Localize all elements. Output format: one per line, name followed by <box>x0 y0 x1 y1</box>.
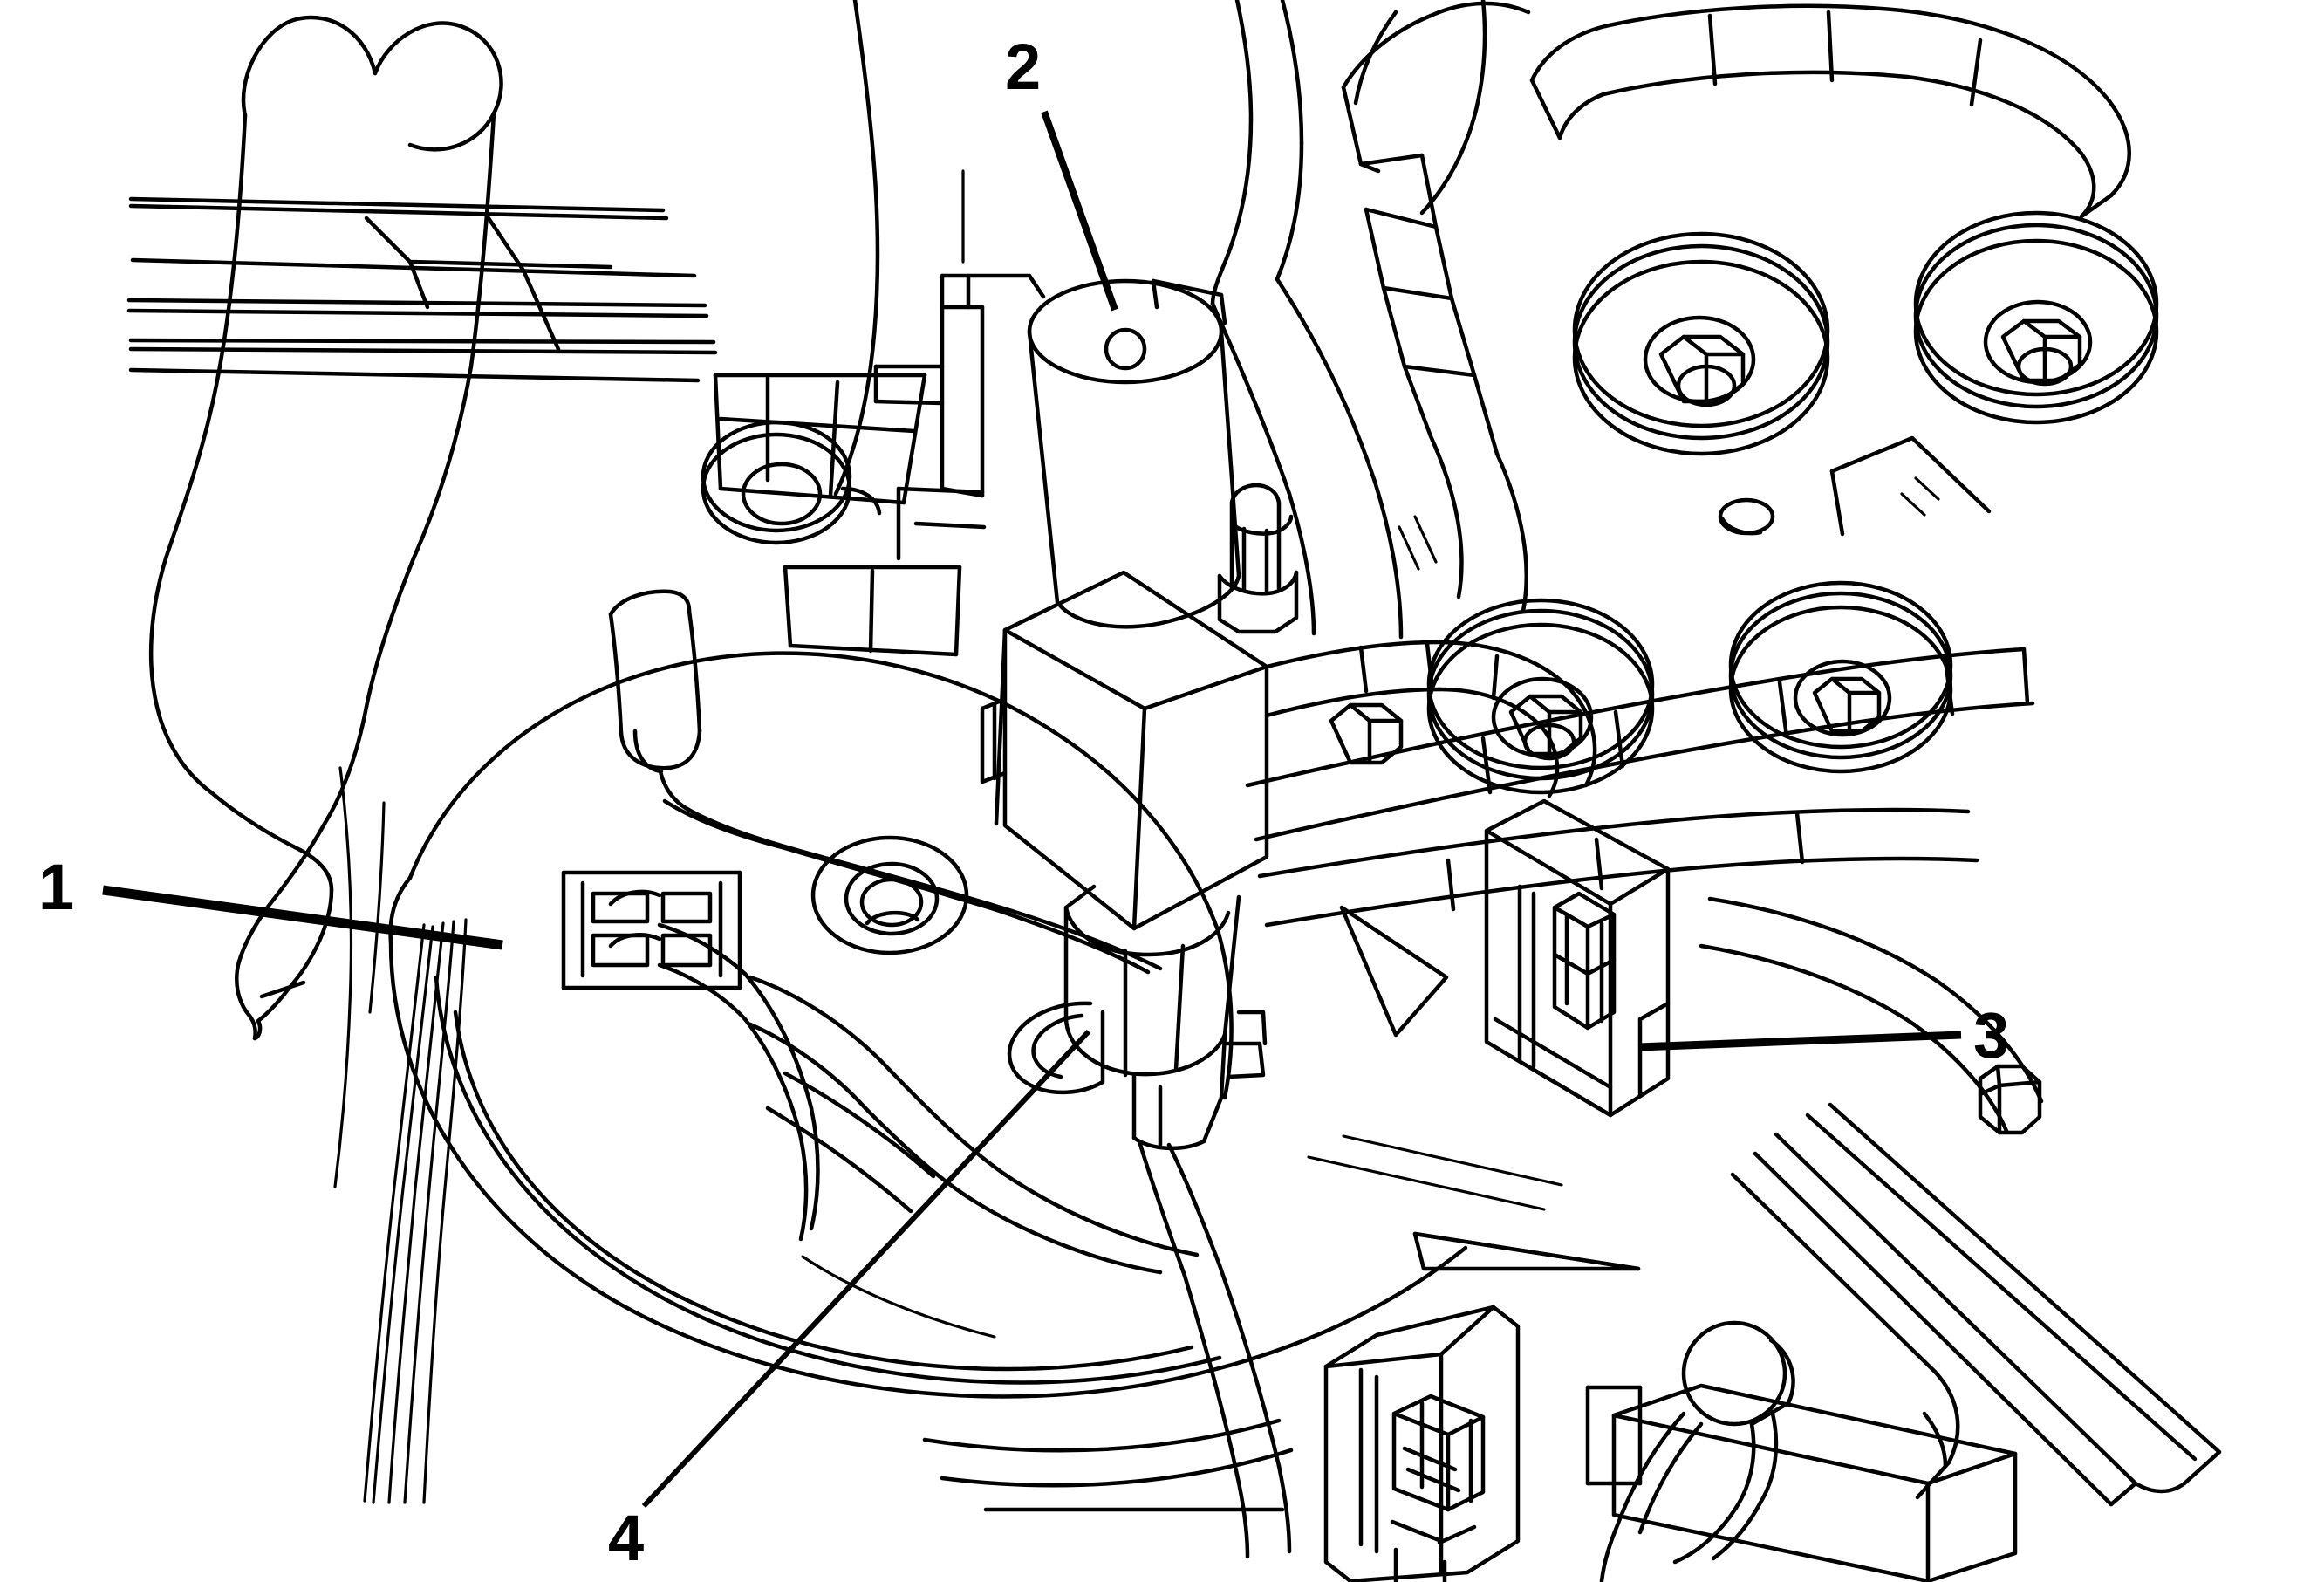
mount-bolt-mid <box>1426 598 1655 795</box>
mount-bolt-upper-left <box>1572 231 1830 456</box>
oval-detail <box>1718 497 1775 536</box>
stud-bolt-upper <box>1217 483 1299 634</box>
leader-line-4 <box>641 1029 1091 1509</box>
ball-stud-lower-right <box>1599 1320 1795 1582</box>
leader-line-1 <box>102 885 503 950</box>
callout-number-4[interactable]: 4 <box>608 1502 645 1574</box>
hex-plug <box>1978 1064 2042 1135</box>
upper-right-tubes <box>1529 3 2131 219</box>
callout-number-1[interactable]: 1 <box>38 851 75 923</box>
angled-rails <box>1730 1102 2222 1507</box>
cylindrical-canister <box>873 273 1241 629</box>
wire-strands <box>333 766 468 1504</box>
bolt-head-under-hose <box>1329 702 1404 765</box>
mount-bolt-small-mid <box>810 835 969 955</box>
engine-body-contour <box>833 0 1531 640</box>
mid-left-structure <box>713 373 962 657</box>
leader-line-2 <box>1041 110 1118 312</box>
sensor-switch-body <box>980 570 1292 1559</box>
hose-bundle-left <box>561 589 1200 1275</box>
leader-line-3 <box>1637 1031 1962 1051</box>
mount-bolt-upper-right <box>1913 210 2159 425</box>
electrical-connector-bottom <box>1323 1305 1521 1582</box>
background-panel-lines <box>126 196 718 383</box>
bracket-triangles <box>1339 435 1992 1271</box>
mount-bolt-lower <box>1728 580 1953 774</box>
lower-left-panel <box>1585 1385 1643 1486</box>
hose-bundle-right <box>1245 647 2044 1133</box>
electrical-connector-right <box>1484 798 1671 1118</box>
detail-strokes <box>801 169 1940 1339</box>
callout-number-2[interactable]: 2 <box>1005 31 1042 103</box>
callout-number-3[interactable]: 3 <box>1973 999 2010 1072</box>
flat-plate-lower-right <box>1611 1383 2018 1582</box>
